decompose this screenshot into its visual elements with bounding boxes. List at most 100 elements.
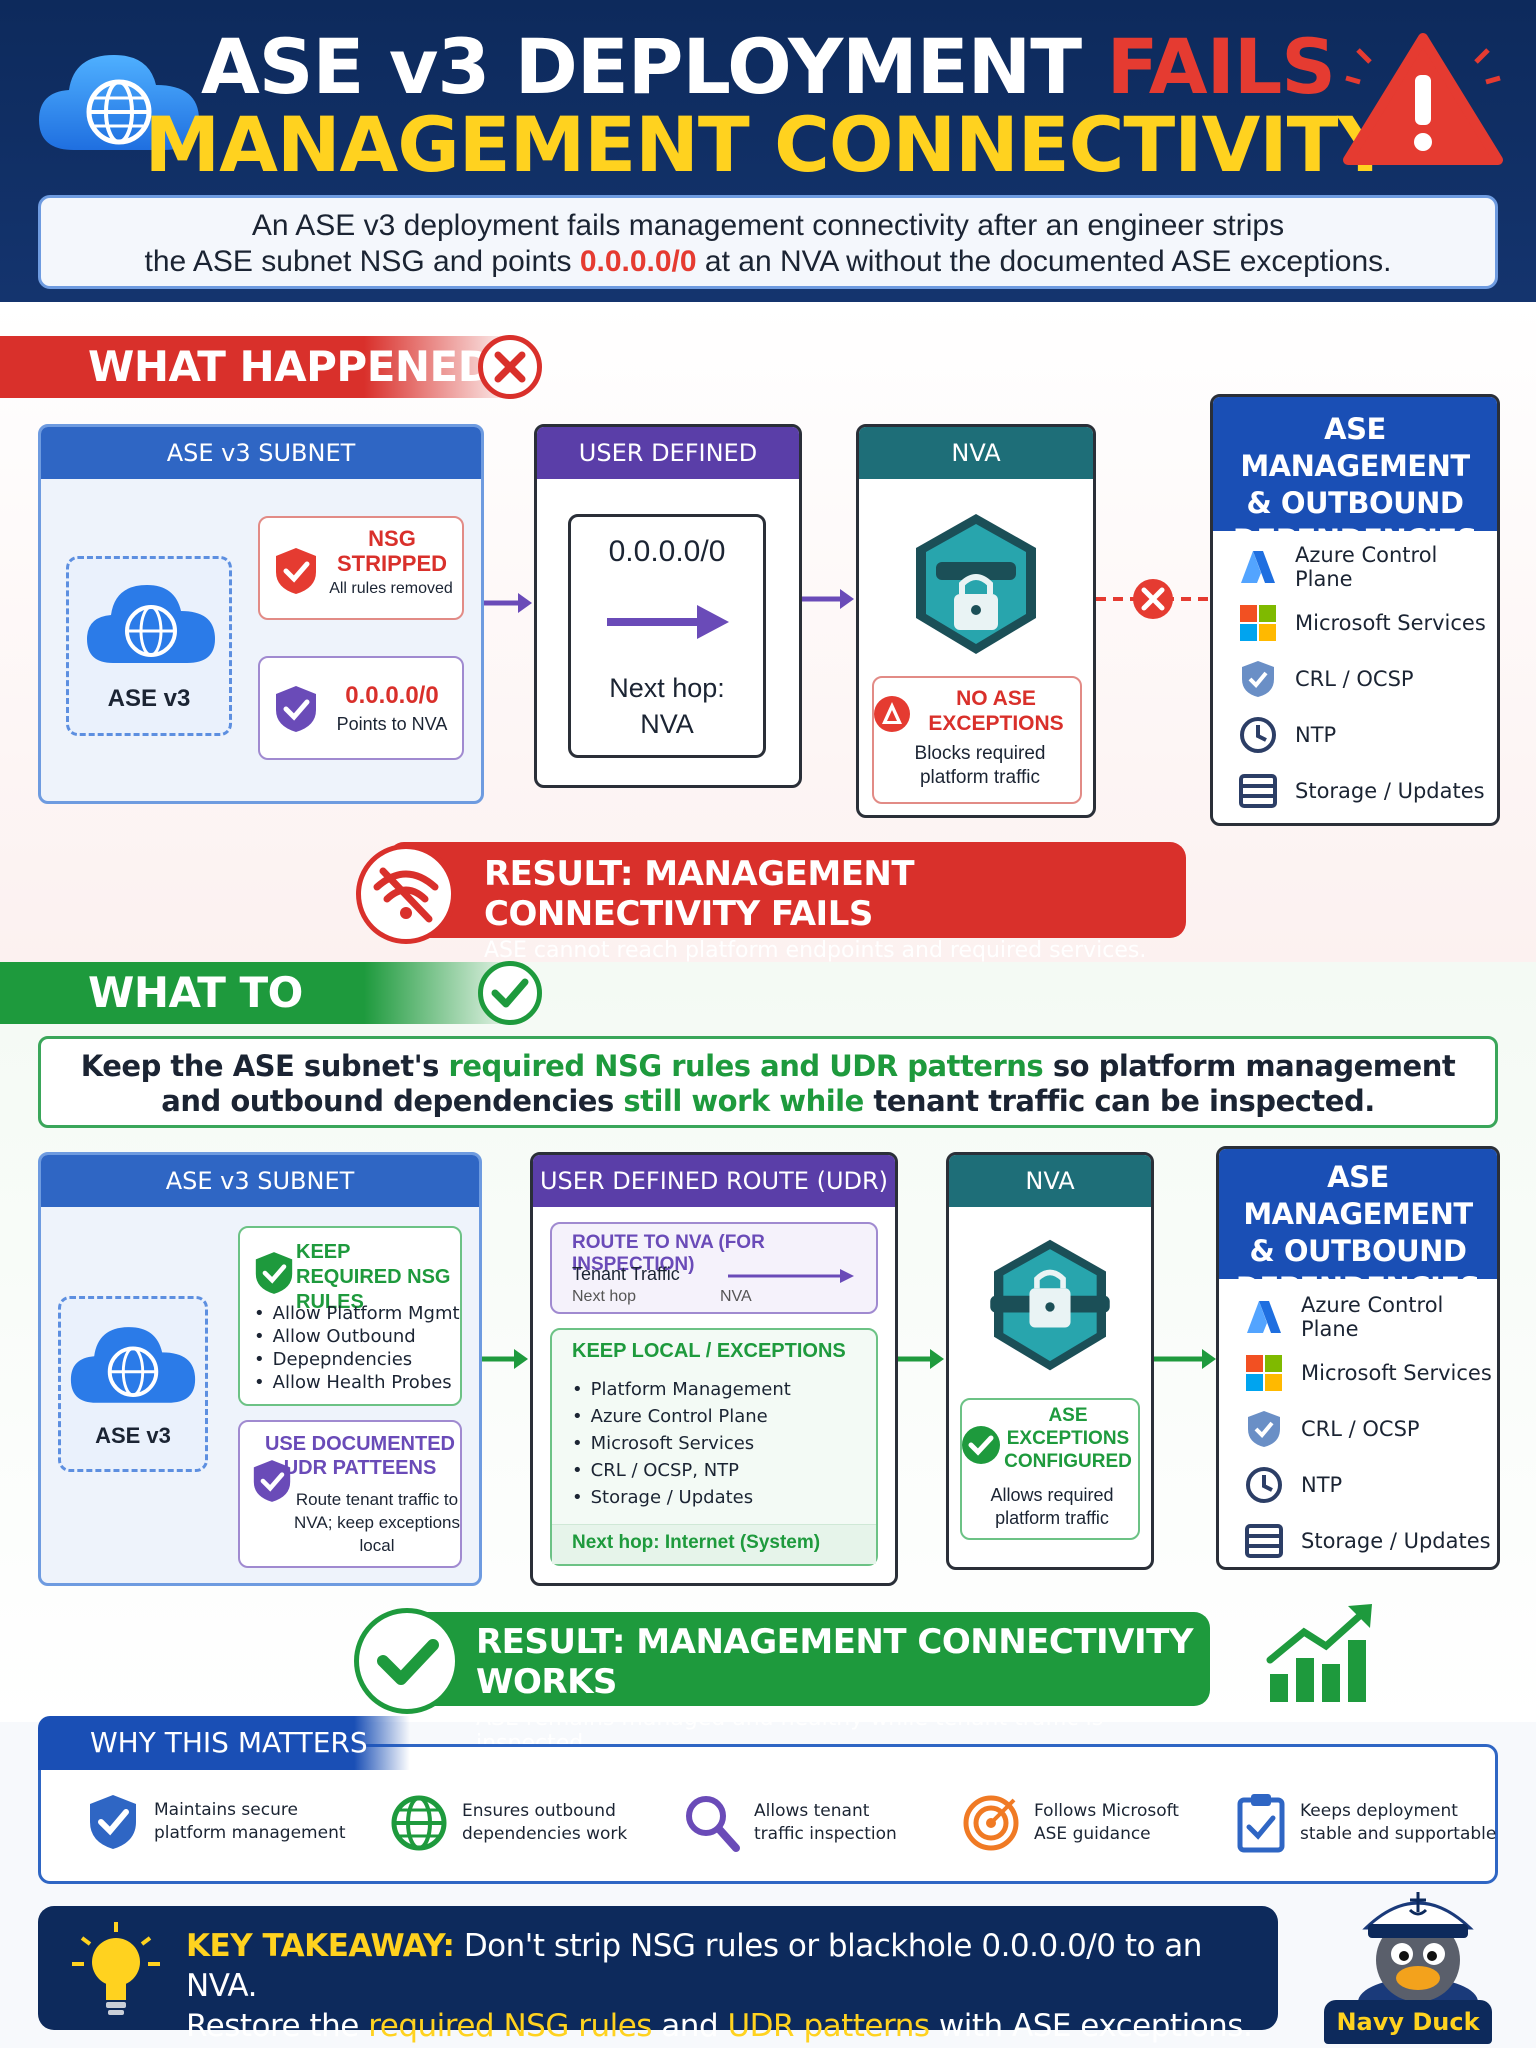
what-happened-banner: WHAT HAPPENED [0, 336, 520, 398]
exception-item: Azure Control Plane [572, 1403, 791, 1430]
dependencies-list: Azure Control Plane Microsoft Services C… [1219, 1279, 1497, 1567]
nsg-rule-item: Depepndencies [254, 1348, 460, 1371]
result-works-banner: RESULT: MANAGEMENT CONNECTIVITY WORKS AS… [388, 1612, 1210, 1756]
dependencies-header: ASE MANAGEMENT & OUTBOUND DEPENDENCIES [1213, 397, 1497, 557]
arrow-right-icon [802, 589, 854, 609]
nva-header: NVA [859, 427, 1093, 479]
result-works-text: RESULT: MANAGEMENT CONNECTIVITY WORKS AS… [476, 1622, 1193, 1756]
shield-check-icon [1242, 661, 1274, 697]
dep-item: Storage / Updates [1213, 763, 1497, 819]
exception-item: CRL / OCSP, NTP [572, 1457, 791, 1484]
result-fails-text: RESULT: MANAGEMENT CONNECTIVITY FAILS AS… [484, 854, 1147, 963]
what-to-restore-banner: WHAT TO RESTORE [0, 962, 520, 1079]
cloud-globe-icon [70, 1327, 196, 1403]
udr-next-hop-label: Next hop: [609, 673, 725, 703]
shield-check-icon [90, 1795, 136, 1849]
ase-subnet-header: ASE v3 SUBNET [41, 1155, 479, 1207]
route-points-title: 0.0.0.0/0 [345, 682, 439, 709]
nsg-stripped-title: NSG STRIPPED [336, 526, 448, 576]
route-points-box: 0.0.0.0/0 Points to NVA [258, 656, 464, 760]
subtitle-box: An ASE v3 deployment fails management co… [38, 195, 1498, 289]
arrow-right-icon [1154, 1349, 1216, 1369]
dep-item: Storage / Updates [1219, 1513, 1497, 1567]
keep-nsg-box: KEEP REQUIRED NSG RULES Allow Platform M… [238, 1226, 462, 1406]
growth-chart-icon [1266, 1604, 1372, 1702]
keep-nsg-list: Allow Platform Mgmt Allow Outbound Depep… [254, 1302, 460, 1394]
firewall-lock-icon [990, 1239, 1110, 1371]
ase-exceptions-sub: Allows required platform traffic [990, 1485, 1114, 1528]
arrow-right-icon [484, 593, 532, 613]
udr-patterns-box: USE DOCUMENTED UDR PATTEENS Route tenant… [238, 1420, 462, 1568]
shield-check-icon [276, 548, 316, 594]
globe-icon [391, 1795, 447, 1851]
result-fails-banner: RESULT: MANAGEMENT CONNECTIVITY FAILS AS… [388, 842, 1186, 963]
udr-route-box: 0.0.0.0/0 Next hop: NVA [568, 514, 766, 758]
subtitle-line1: An ASE v3 deployment fails management co… [251, 209, 1285, 242]
udr-header: USER DEFINED ROUTE [537, 427, 799, 519]
no-ase-exceptions-box: NO ASE EXCEPTIONS Blocks required platfo… [872, 676, 1082, 804]
shield-check-icon [255, 1252, 293, 1294]
udr-next-hop-value: NVA [640, 709, 694, 739]
arrow-right-icon [482, 1349, 528, 1369]
keep-local-box: KEEP LOCAL / EXCEPTIONS Platform Managem… [550, 1328, 878, 1566]
key-takeaway-text: KEY TAKEAWAY: Don't strip NSG rules or b… [186, 1928, 1253, 2044]
nsg-stripped-box: NSG STRIPPED All rules removed [258, 516, 464, 620]
ase-v3-node: ASE v3 [66, 556, 232, 736]
mascot-label: Navy Duck [1324, 2000, 1492, 2044]
nsg-rule-item: Allow Outbound [254, 1325, 460, 1348]
check-circle-icon [354, 1608, 460, 1714]
ase-subnet-header: ASE v3 SUBNET [41, 427, 481, 479]
nva-header: NVA [949, 1155, 1151, 1207]
route-next-hop-value: NVA [720, 1288, 752, 1305]
restore-intro-box: Keep the ASE subnet's required NSG rules… [38, 1036, 1498, 1128]
warning-triangle-icon [1343, 33, 1503, 165]
route-to-nva-box: ROUTE TO NVA (FOR INSPECTION) Tenant Tra… [550, 1222, 878, 1314]
dep-item: Azure Control Plane [1219, 1289, 1497, 1345]
dep-item: Microsoft Services [1213, 595, 1497, 651]
route-points-sub: Points to NVA [336, 714, 448, 734]
exception-item: Microsoft Services [572, 1430, 791, 1457]
ase-exceptions-box: ASE EXCEPTIONS CONFIGURED Allows require… [960, 1398, 1140, 1540]
check-circle-icon [962, 1426, 1000, 1464]
storage-icon [1239, 774, 1277, 808]
dep-item: NTP [1219, 1457, 1497, 1513]
nsg-stripped-sub: All rules removed [329, 580, 453, 597]
firewall-lock-icon [916, 514, 1036, 654]
nsg-rule-item: Allow Platform Mgmt [254, 1302, 460, 1325]
microsoft-logo-icon [1240, 605, 1276, 641]
lightbulb-icon [72, 1922, 160, 2015]
no-ase-exceptions-sub: Blocks required platform traffic [914, 743, 1046, 788]
udr-patterns-title: USE DOCUMENTED UDR PATTEENS [264, 1433, 455, 1479]
udr-patterns-sub: Route tenant traffic to NVA; keep except… [294, 1490, 460, 1555]
arrow-right-icon [607, 605, 729, 639]
keep-local-list: Platform Management Azure Control Plane … [572, 1376, 791, 1511]
ase-v3-node: ASE v3 [58, 1296, 208, 1472]
microsoft-logo-icon [1246, 1355, 1282, 1391]
x-circle-icon [478, 335, 542, 399]
arrow-right-icon [898, 1349, 944, 1369]
nsg-rule-item: Allow Health Probes [254, 1371, 460, 1394]
target-icon [963, 1795, 1019, 1851]
dependencies-card-restore: ASE MANAGEMENT & OUTBOUND DEPENDENCIES A… [1216, 1146, 1500, 1570]
dependencies-header: ASE MANAGEMENT & OUTBOUND DEPENDENCIES [1219, 1149, 1497, 1305]
no-ase-exceptions-title: NO ASE EXCEPTIONS [928, 687, 1064, 735]
dep-item: CRL / OCSP [1219, 1401, 1497, 1457]
shield-check-icon [276, 686, 316, 732]
route-to-nva-title: ROUTE TO NVA (FOR INSPECTION) [572, 1232, 765, 1275]
why-matters-title: WHY THIS MATTERS [38, 1716, 410, 1770]
key-takeaway-banner [38, 1906, 1278, 2030]
dependencies-card: ASE MANAGEMENT & OUTBOUND DEPENDENCIES A… [1210, 394, 1500, 826]
page-title-line2: MANAGEMENT CONNECTIVITY [144, 100, 1393, 189]
shield-check-icon [1248, 1411, 1280, 1447]
dep-item: Azure Control Plane [1213, 539, 1497, 595]
shield-check-icon [253, 1460, 291, 1502]
ase-exceptions-title: ASE EXCEPTIONS CONFIGURED [1004, 1405, 1132, 1472]
arrow-right-icon [728, 1269, 854, 1283]
storage-icon [1245, 1524, 1283, 1558]
clock-icon [1240, 717, 1276, 753]
udr-header: USER DEFINED ROUTE (UDR) [533, 1155, 895, 1207]
ase-v3-label: ASE v3 [95, 1423, 171, 1448]
keep-local-next-hop: Next hop: Internet (System) [572, 1532, 821, 1553]
